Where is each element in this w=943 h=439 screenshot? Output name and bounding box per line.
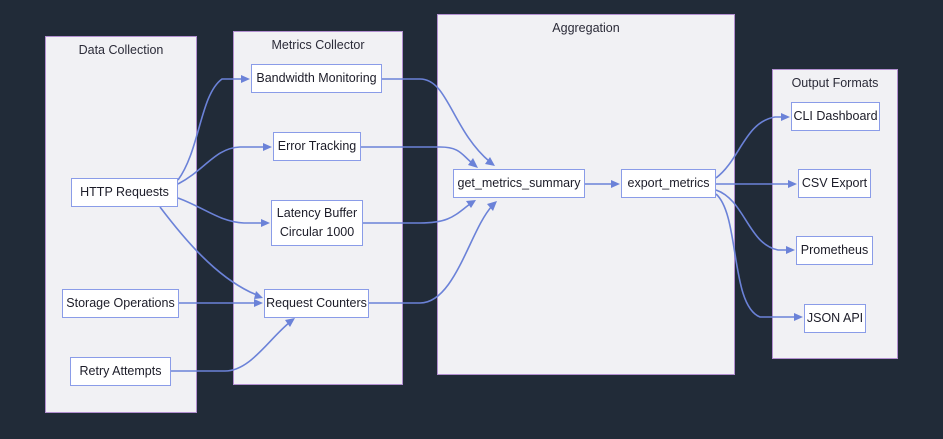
node-label: Bandwidth Monitoring (256, 70, 377, 85)
node-label: Error Tracking (277, 138, 357, 153)
node-get-metrics-summary[interactable]: get_metrics_summary (453, 169, 585, 198)
cluster-title: Metrics Collector (271, 38, 365, 52)
node-csv-export[interactable]: CSV Export (798, 169, 871, 198)
node-request-counters[interactable]: Request Counters (264, 289, 369, 318)
node-label: Prometheus (800, 242, 869, 257)
node-label: HTTP Requests (80, 184, 169, 199)
node-storage-operations[interactable]: Storage Operations (62, 289, 179, 318)
node-cli-dashboard[interactable]: CLI Dashboard (791, 102, 880, 131)
node-label: CSV Export (801, 175, 868, 190)
node-export-metrics[interactable]: export_metrics (621, 169, 716, 198)
node-label: export_metrics (627, 175, 710, 190)
node-json-api[interactable]: JSON API (804, 304, 866, 333)
node-sublabel: Circular 1000 (279, 225, 355, 239)
node-label: get_metrics_summary (457, 175, 581, 190)
node-label: Storage Operations (66, 295, 175, 310)
node-bandwidth-monitoring[interactable]: Bandwidth Monitoring (251, 64, 382, 93)
cluster-title: Data Collection (78, 43, 164, 57)
node-prometheus[interactable]: Prometheus (796, 236, 873, 265)
node-label: JSON API (806, 310, 864, 325)
cluster-title: Output Formats (791, 76, 879, 90)
node-label: CLI Dashboard (793, 108, 878, 123)
node-error-tracking[interactable]: Error Tracking (273, 132, 361, 161)
cluster-title: Aggregation (552, 21, 620, 35)
node-label: Retry Attempts (79, 363, 162, 378)
node-retry-attempts[interactable]: Retry Attempts (70, 357, 171, 386)
node-latency-buffer[interactable]: Latency Buffer Circular 1000 (271, 200, 363, 246)
node-label: Request Counters (266, 295, 367, 310)
node-label: Latency Buffer (276, 205, 358, 220)
node-http-requests[interactable]: HTTP Requests (71, 178, 178, 207)
